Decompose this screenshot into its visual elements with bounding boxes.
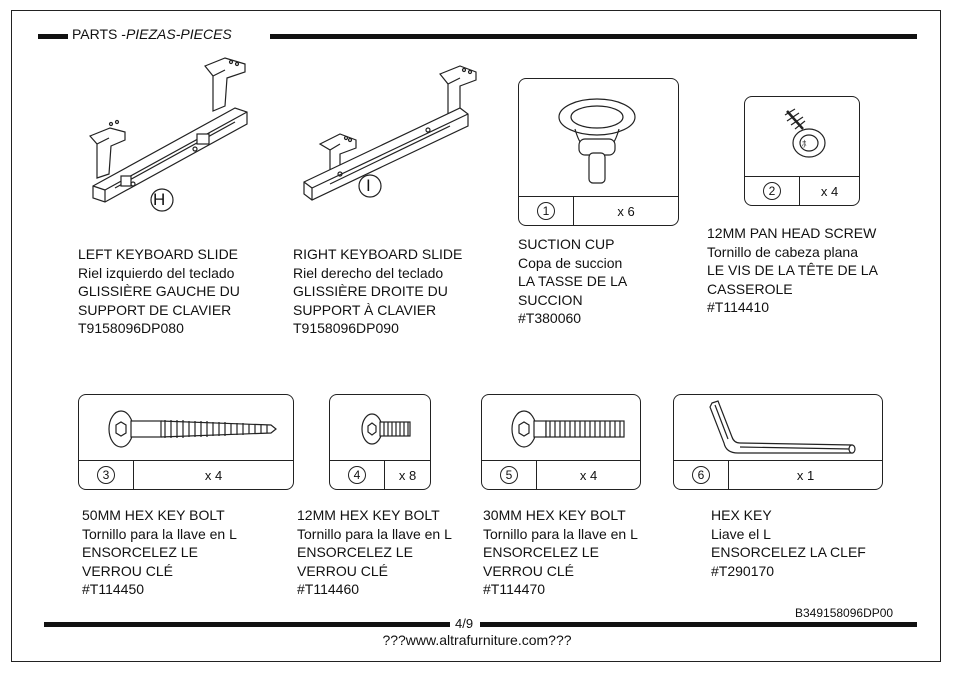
- part-6-quantity: x 1: [796, 467, 815, 483]
- section-header: PARTS -PIEZAS-PIECES: [72, 26, 232, 42]
- website-url[interactable]: ???www.altrafurniture.com???: [382, 632, 572, 648]
- footer-bar-left: [44, 622, 450, 627]
- part-box-30mm-hex-key-bolt: 5 x 4: [481, 394, 641, 490]
- part-5-quantity: x 4: [579, 467, 598, 483]
- left-keyboard-slide-illustration: [88, 57, 248, 212]
- part-3-footer: 3 x 4: [79, 460, 293, 489]
- hex-key-illustration: [709, 400, 856, 454]
- page-number: 4/9: [455, 616, 474, 631]
- part-1-quantity: x 6: [617, 203, 635, 219]
- left-slide-letter: H: [153, 190, 166, 209]
- part-number-badge: 3: [97, 466, 115, 484]
- part-3-quantity: x 4: [204, 467, 223, 483]
- part-4-footer: 4 x 8: [330, 460, 430, 489]
- part-2-footer: 2 x 4: [745, 176, 859, 205]
- right-slide-letter: I: [366, 176, 371, 195]
- page-frame: [11, 10, 941, 662]
- part-number-badge: 4: [348, 466, 366, 484]
- part-2-quantity: x 4: [820, 183, 839, 199]
- header-bar-right: [270, 34, 917, 39]
- suction-cup-illustration: [558, 98, 636, 184]
- part-box-pan-head-screw: ﾎ 2 x 4: [744, 96, 860, 206]
- part-number-badge: 6: [692, 466, 710, 484]
- part-number-badge: 5: [500, 466, 518, 484]
- 12mm-hex-bolt-illustration: [361, 413, 411, 445]
- footer-bar-right: [480, 622, 917, 627]
- document-code: B349158096DP00: [795, 606, 894, 620]
- 30mm-hex-bolt-illustration: [511, 410, 625, 448]
- part-box-hex-key: 6 x 1: [673, 394, 883, 490]
- part-box-50mm-hex-key-bolt: 3 x 4: [78, 394, 294, 490]
- part-4-quantity: x 8: [398, 467, 417, 483]
- part-box-12mm-hex-key-bolt: 4 x 8: [329, 394, 431, 490]
- part-1-footer: 1 x 6: [519, 196, 678, 225]
- part-number-badge: 1: [537, 202, 555, 220]
- right-keyboard-slide-illustration: [303, 65, 477, 201]
- 50mm-hex-bolt-illustration: [108, 410, 277, 448]
- part-number-badge: 2: [763, 182, 781, 200]
- svg-text:ﾎ: ﾎ: [802, 139, 807, 150]
- part-box-suction-cup: 1 x 6: [518, 78, 679, 226]
- part-5-footer: 5 x 4: [482, 460, 640, 489]
- header-bar-left: [38, 34, 68, 39]
- pan-head-screw-illustration: ﾎ: [784, 108, 826, 158]
- part-6-footer: 6 x 1: [674, 460, 882, 489]
